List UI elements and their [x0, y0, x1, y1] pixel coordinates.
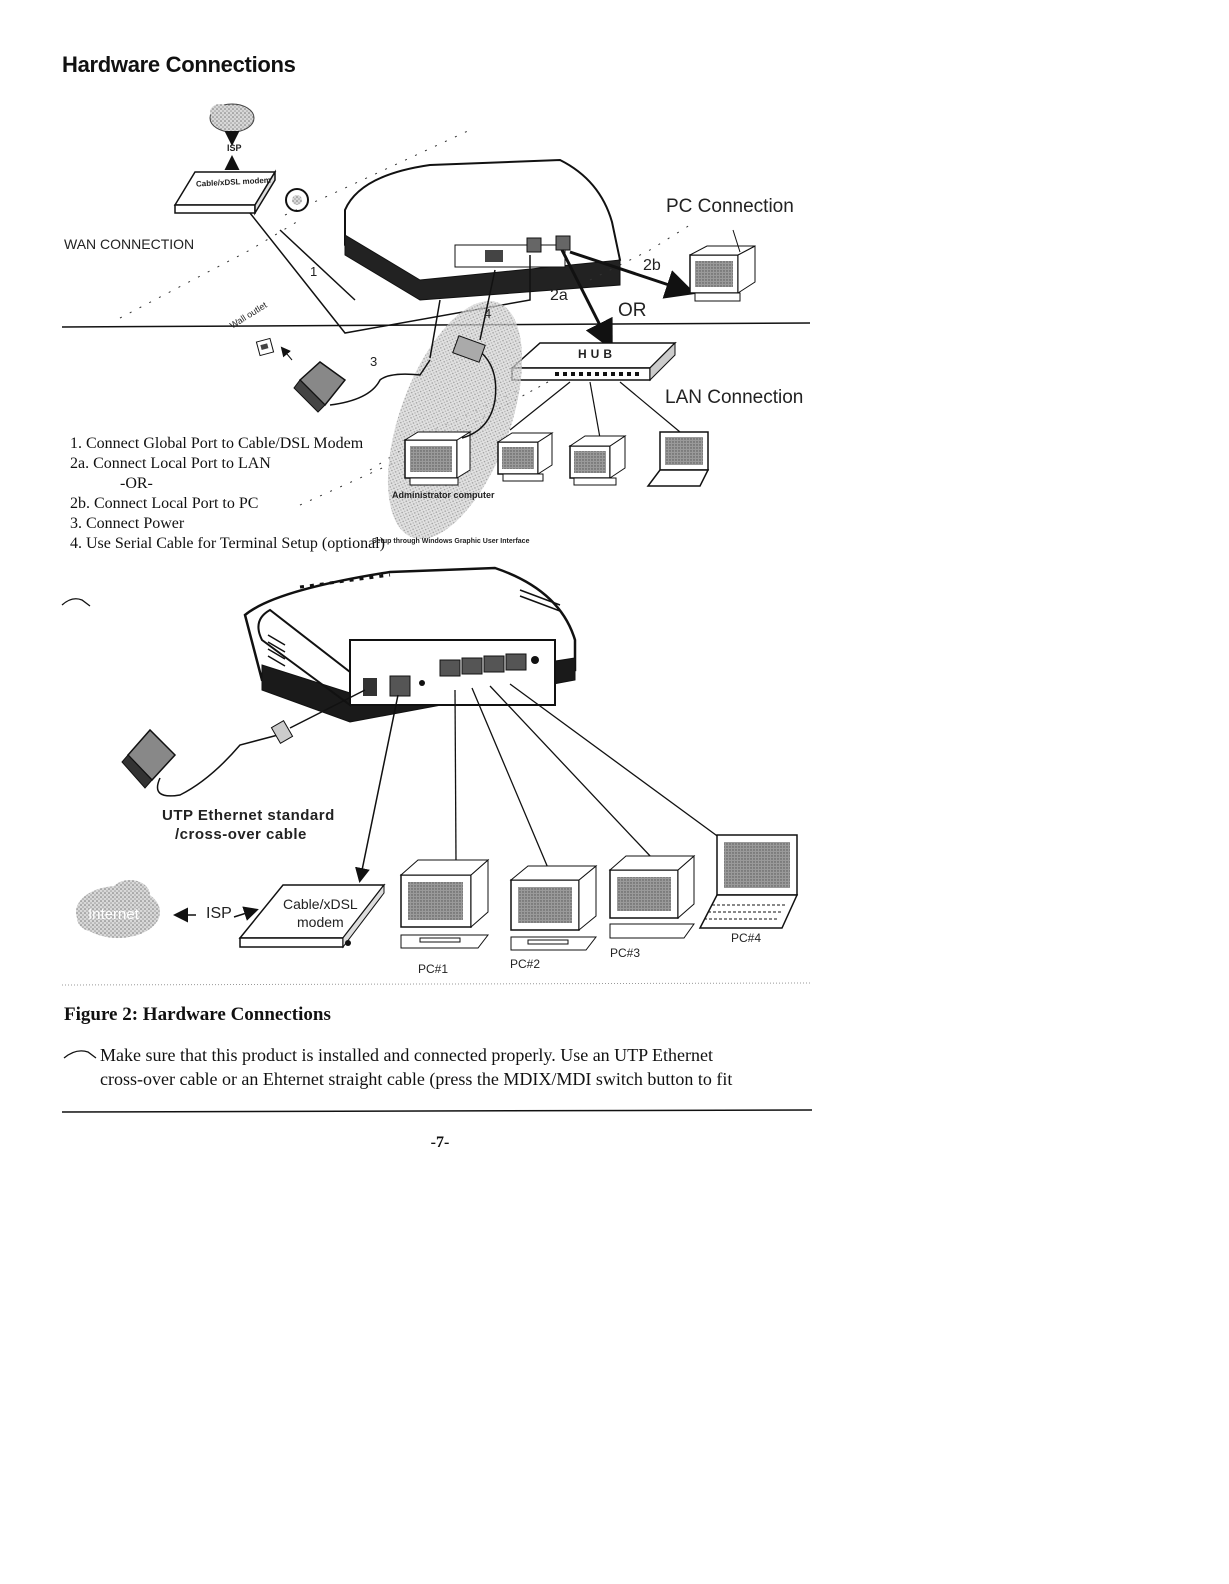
pc4-laptop-icon: [698, 834, 799, 929]
pc2-label: PC#2: [510, 957, 541, 971]
cable-2a: [560, 249, 613, 351]
internet-label: Internet: [88, 906, 139, 923]
pc-connection-label: PC Connection: [666, 196, 794, 217]
pc2-icon: [509, 864, 598, 951]
pc3-icon: [608, 854, 696, 939]
callout-4: 4: [484, 306, 492, 321]
wall-outlet-icon: [255, 337, 275, 357]
callout-2b: 2b: [643, 257, 661, 274]
power-adapter-icon-bottom: [121, 728, 177, 789]
page-number: -7-: [430, 1134, 450, 1151]
step-3: 3. Connect Power: [70, 515, 185, 532]
step-2b: 2b. Connect Local Port to PC: [70, 495, 259, 512]
admin-computer-label: Administrator computer: [392, 490, 495, 500]
page-heading: Hardware Connections: [62, 52, 296, 77]
cable-to-modem: [355, 694, 399, 883]
hub-label: HUB: [578, 347, 616, 361]
admin-computer-icon: [403, 431, 472, 486]
note-marker-icon-2: [63, 1050, 97, 1059]
lan-laptop-icon: [646, 431, 710, 487]
pc4-label: PC#4: [731, 931, 762, 945]
connection-steps-list: 1. Connect Global Port to Cable/DSL Mode…: [70, 434, 385, 554]
utp-cable-label-line1: UTP Ethernet standard: [162, 807, 335, 824]
callout-2a: 2a: [550, 287, 568, 304]
step-4: 4. Use Serial Cable for Terminal Setup (…: [70, 535, 385, 552]
bottom-isp-label: ISP: [206, 905, 232, 922]
utp-cable-label-line2: /cross-over cable: [175, 826, 307, 843]
step-1: 1. Connect Global Port to Cable/DSL Mode…: [70, 435, 364, 452]
cable-4: [479, 269, 496, 341]
top-isp-label: ISP: [227, 143, 242, 153]
figure-caption: Figure 2: Hardware Connections: [64, 1004, 331, 1025]
callout-3: 3: [370, 354, 378, 369]
hub-icon: [510, 341, 677, 382]
note-line-2: cross-over cable or an Ehternet straight…: [100, 1069, 733, 1089]
cable-3: [329, 359, 431, 406]
top-modem-icon: [173, 169, 277, 216]
callout-1: 1: [310, 264, 318, 279]
pc1-icon: [399, 858, 490, 949]
step-2a: 2a. Connect Local Port to LAN: [70, 455, 271, 472]
top-router-icon: [344, 158, 622, 301]
installation-note: Make sure that this product is installed…: [100, 1043, 800, 1091]
lan-computer-1-icon: [496, 432, 554, 482]
wan-connection-label: WAN CONNECTION: [64, 236, 195, 252]
pc-connection-computer-icon: [689, 245, 756, 302]
setup-gui-label: Setup through Windows Graphic User Inter…: [372, 538, 530, 545]
cable-2b: [569, 250, 696, 299]
lan-computer-2-icon: [568, 435, 627, 486]
footer-rule: [61, 1109, 813, 1113]
note-line-1: Make sure that this product is installed…: [100, 1045, 713, 1065]
internet-cloud-icon-bottom: [76, 880, 160, 938]
pc1-label: PC#1: [418, 962, 449, 976]
pc3-label: PC#3: [610, 946, 641, 960]
bottom-modem-icon: [238, 883, 386, 949]
power-adapter-icon-top: [293, 361, 347, 413]
bottom-modem-label-line1: Cable/xDSL: [283, 896, 358, 912]
internet-cloud-icon-top: [209, 103, 255, 133]
note-marker-icon-1: [61, 598, 91, 607]
modem-isp-arrow: [233, 906, 259, 921]
lan-connection-label: LAN Connection: [665, 387, 804, 408]
bottom-modem-label-line2: modem: [297, 914, 344, 930]
or-label: OR: [618, 300, 647, 321]
bottom-router-icon: [243, 566, 577, 723]
step-or: -OR-: [120, 475, 153, 492]
